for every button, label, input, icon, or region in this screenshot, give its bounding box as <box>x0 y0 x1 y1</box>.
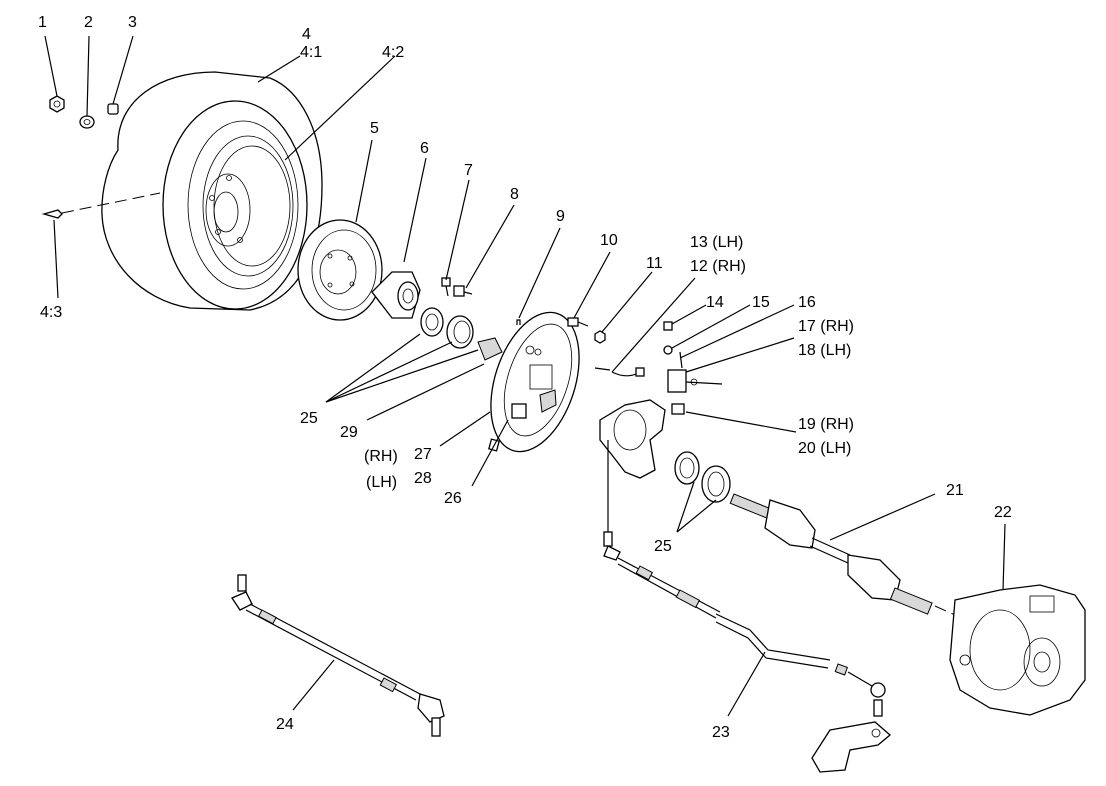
callout-18-lh: 18 (LH) <box>798 342 852 359</box>
callout-24: 24 <box>276 716 294 733</box>
leader-lines <box>44 35 1006 717</box>
lug-nut <box>49 95 65 113</box>
callout-3: 3 <box>128 14 137 31</box>
brake-backing-plate <box>490 311 580 453</box>
washer <box>79 115 95 129</box>
callout-23: 23 <box>712 724 730 741</box>
callout-4: 4 <box>302 26 311 43</box>
wheel-stud-nut <box>107 103 119 115</box>
wheel-hub <box>371 271 421 319</box>
hub-bolt <box>441 277 451 297</box>
brake-drum <box>297 219 383 321</box>
callout-21: 21 <box>946 482 964 499</box>
callout-22: 22 <box>994 504 1012 521</box>
callout-4-1: 4:1 <box>300 44 323 61</box>
callout-2: 2 <box>84 14 93 31</box>
outer-bearing <box>674 451 700 485</box>
hub-screw <box>453 285 473 297</box>
callout-6: 6 <box>420 140 429 157</box>
callout-27-side: (RH) <box>364 448 398 465</box>
steering-knuckle <box>599 399 666 540</box>
small-clip <box>516 319 521 325</box>
valve-stem <box>41 192 161 219</box>
callout-5: 5 <box>370 120 379 137</box>
callout-11: 11 <box>646 255 663 272</box>
callout-25-right: 25 <box>654 538 672 555</box>
shoulder-bolt <box>567 317 589 327</box>
callout-25-left: 25 <box>300 410 318 427</box>
callout-10: 10 <box>600 232 618 249</box>
drag-link <box>603 531 886 717</box>
brake-lever-bracket <box>663 321 723 415</box>
tie-rod <box>231 574 445 737</box>
nut-small <box>594 330 606 344</box>
brake-spring <box>594 367 645 377</box>
inner-bearing <box>420 307 444 337</box>
callout-1: 1 <box>38 14 47 31</box>
callout-4-2: 4:2 <box>382 44 405 61</box>
callout-27: 27 <box>414 446 432 463</box>
callout-29: 29 <box>340 424 358 441</box>
callout-20-lh: 20 (LH) <box>798 440 852 457</box>
steering-arm <box>811 721 892 773</box>
callout-26: 26 <box>444 490 462 507</box>
callout-15: 15 <box>752 294 770 311</box>
callout-12-rh: 12 (RH) <box>690 258 747 275</box>
callout-9: 9 <box>556 208 565 225</box>
callout-7: 7 <box>464 162 473 179</box>
callout-28: 28 <box>414 470 432 487</box>
callout-28-side: (LH) <box>366 474 398 491</box>
bearing-race <box>446 315 474 349</box>
outer-race <box>701 465 731 503</box>
callout-16: 16 <box>798 294 816 311</box>
callout-17-rh: 17 (RH) <box>798 318 855 335</box>
callout-4-3: 4:3 <box>40 304 63 321</box>
callout-19-rh: 19 (RH) <box>798 416 855 433</box>
callout-13-lh: 13 (LH) <box>690 234 744 251</box>
seal <box>477 337 503 361</box>
transaxle <box>949 584 1086 716</box>
callout-14: 14 <box>706 294 724 311</box>
callout-8: 8 <box>510 186 519 203</box>
cv-axle-shaft <box>729 493 956 616</box>
tire-wheel-assembly <box>101 71 323 311</box>
